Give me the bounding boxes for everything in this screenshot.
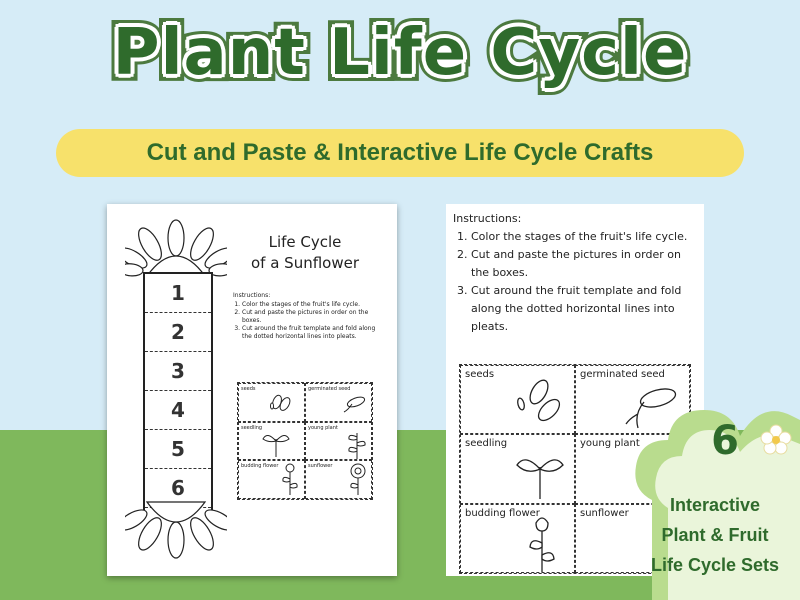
number-strip: 1 2 3 4 5 6 [143,272,213,514]
budding-flower-icon [282,463,298,496]
cut-out-grid: seeds germinated seed seedling young pla… [237,382,373,500]
grid-cell-sunflower: sunflower [305,460,372,499]
instruction-item: Cut around the fruit template and fold a… [471,282,698,336]
instructions-heading: Instructions: [233,292,271,299]
page-title: Plant Life Cycle [112,16,688,90]
instruction-item: Cut around the fruit template and fold a… [242,325,383,341]
young-plant-icon [348,432,366,459]
germinated-seed-icon [343,396,366,413]
sunflower-petals-top-icon [125,219,227,277]
germinated-seed-icon [625,388,677,429]
cell-label: sunflower [580,507,629,519]
sunflower-icon [350,463,366,496]
strip-number: 3 [145,352,211,391]
seeds-icon [270,394,291,411]
instruction-item: Color the stages of the fruit's life cyc… [242,301,383,309]
instruction-item: Cut and paste the pictures in order on t… [471,246,698,282]
instructions-heading: Instructions: [453,212,522,225]
strip-number: 4 [145,391,211,430]
grid-cell-young-plant: young plant [305,421,372,461]
strip-number: 2 [145,313,211,352]
seedling-icon [262,434,290,457]
grid-cell-seeds: seeds [238,383,305,422]
cut-out-grid: seeds germinated seed seedling young pla… [459,364,691,574]
grid-cell-seeds: seeds [460,365,575,435]
badge-line: Plant & Fruit [661,525,769,545]
cell-label: young plant [308,424,338,431]
instructions-block: Instructions: Color the stages of the fr… [233,292,383,341]
instruction-item: Cut and paste the pictures in order on t… [242,309,383,325]
instructions-block: Instructions: Color the stages of the fr… [453,210,698,336]
sets-badge-icon [635,410,800,600]
page-title-outline: Plant Life Cycle [106,9,694,97]
cell-label: germinated seed [580,369,665,380]
grid-cell-budding-flower: budding flower [238,460,305,499]
badge-text: Interactive Plant & Fruit Life Cycle Set… [630,490,800,580]
grid-cell-budding-flower: budding flower [460,503,575,573]
sunflower-worksheet: 1 2 3 4 5 6 Life Cycle of a Sunflower In… [107,204,397,576]
cell-label: seedling [465,438,508,450]
cell-label: young plant [580,438,640,450]
budding-flower-icon [529,517,555,572]
cell-label: sunflower [308,463,333,470]
strip-number: 5 [145,430,211,469]
worksheet-title-line: Life Cycle [268,233,342,251]
cell-label: seeds [465,369,495,380]
instruction-item: Color the stages of the fruit's life cyc… [471,228,698,246]
sunflower-petals-bottom-icon [125,501,227,559]
grid-cell-germinated-seed: germinated seed [575,365,690,435]
badge-line: Interactive [669,495,761,515]
cell-label: budding flower [241,463,279,470]
badge-number: 6 [711,418,739,464]
worksheet-title-line: of a Sunflower [250,254,359,272]
subtitle-banner: Cut and Paste & Interactive Life Cycle C… [56,129,744,177]
seeds-icon [517,379,561,422]
grid-cell-germinated-seed: germinated seed [305,383,372,422]
cell-label: germinated seed [308,386,351,392]
cell-label: seedling [241,424,263,431]
strip-number: 1 [145,274,211,313]
worksheet-title: Life Cycle of a Sunflower [243,232,367,274]
badge-line: Life Cycle Sets [650,555,780,575]
cell-label: budding flower [465,507,540,519]
grid-cell-seedling: seedling [238,421,305,461]
grid-cell-seedling: seedling [460,434,575,504]
cell-label: seeds [241,386,256,392]
seedling-icon [516,459,564,500]
